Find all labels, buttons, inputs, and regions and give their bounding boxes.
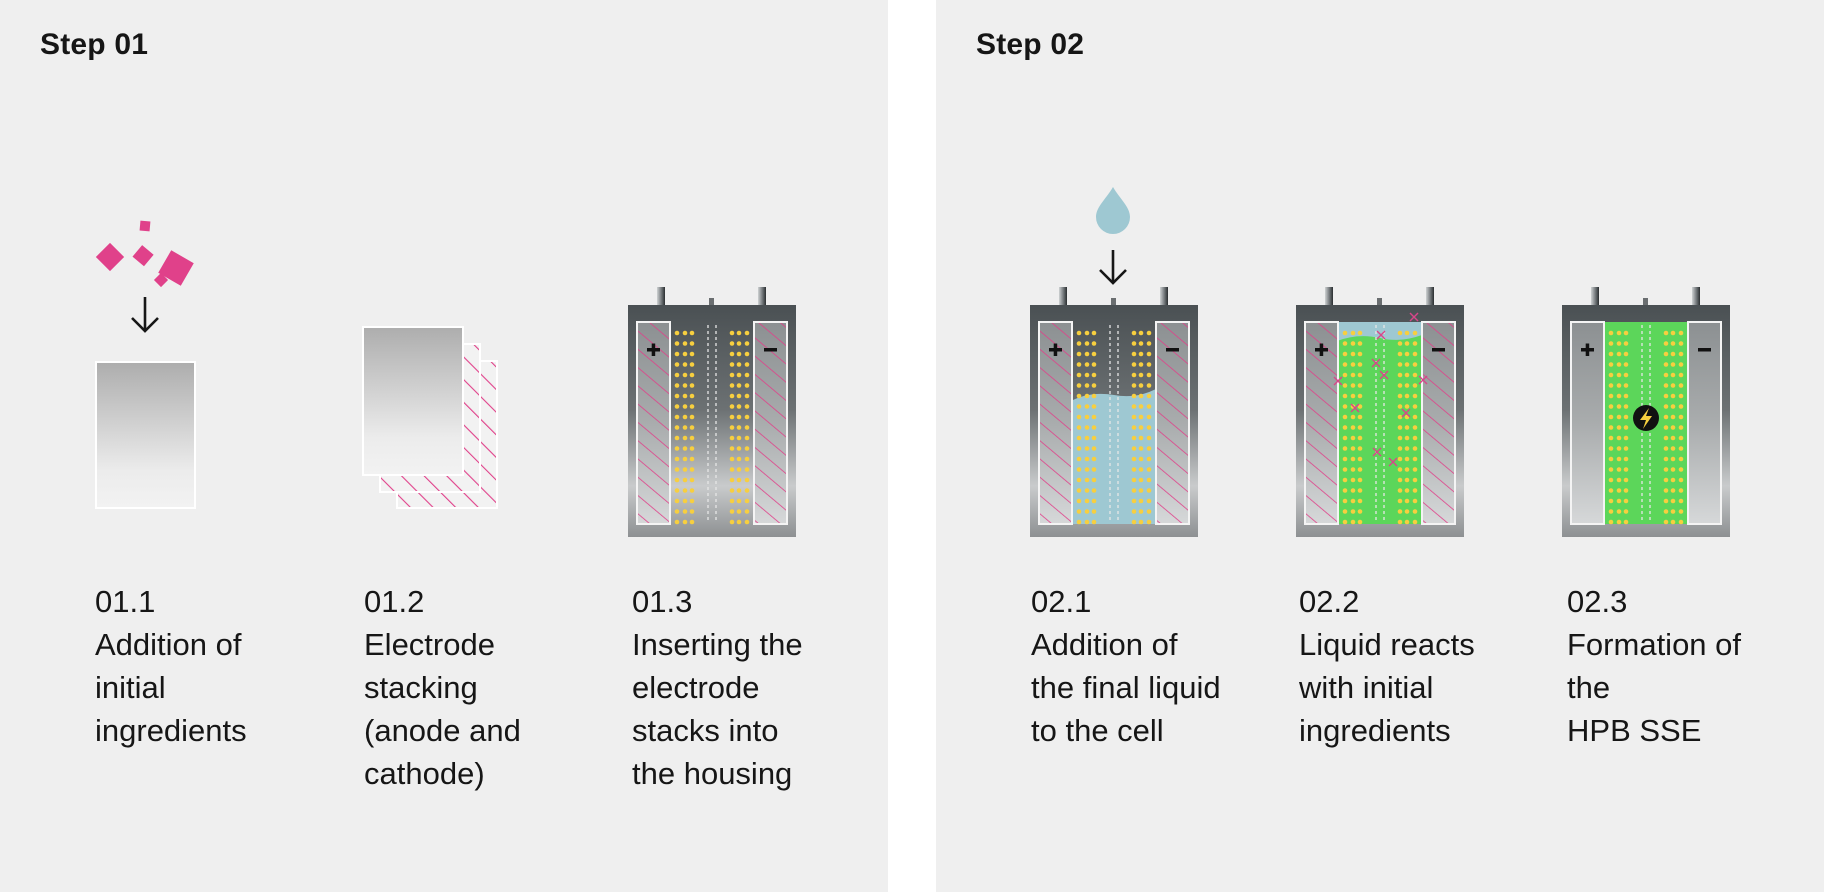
step-item-number: 02.1 bbox=[1031, 584, 1092, 619]
battery-cell-icon bbox=[628, 287, 796, 539]
minus-icon bbox=[1432, 348, 1445, 352]
step-item-description: Addition of bbox=[95, 627, 242, 662]
step-item-description: stacking bbox=[364, 670, 478, 705]
reaction-mark-icon bbox=[1333, 376, 1343, 386]
positive-terminal bbox=[1059, 287, 1067, 306]
step-item-description: ingredients bbox=[1299, 713, 1451, 748]
step-item-number: 01.2 bbox=[364, 584, 425, 619]
reaction-mark-icon bbox=[1376, 330, 1386, 340]
positive-terminal bbox=[657, 287, 665, 306]
ingredient-particles-icon bbox=[95, 220, 194, 288]
reaction-mark-icon bbox=[1371, 358, 1381, 368]
plus-icon bbox=[1049, 343, 1062, 356]
step-title: Step 02 bbox=[976, 28, 1085, 61]
step-item-description: Addition of bbox=[1031, 627, 1178, 662]
step-item-description: HPB SSE bbox=[1567, 713, 1702, 748]
ingredients-sheet-icon bbox=[88, 215, 218, 515]
minus-icon bbox=[764, 348, 777, 352]
step-item-number: 01.3 bbox=[632, 584, 693, 619]
negative-terminal bbox=[758, 287, 766, 306]
battery-sse-icon bbox=[1562, 287, 1730, 539]
arrow-down-icon bbox=[1099, 250, 1127, 285]
reaction-mark-icon bbox=[1388, 457, 1398, 467]
step-item-description: Inserting the bbox=[632, 627, 803, 662]
reaction-mark-icon bbox=[1401, 408, 1411, 418]
step-title: Step 01 bbox=[40, 28, 149, 61]
step-item-description: the bbox=[1567, 670, 1611, 705]
step-item-description: with initial bbox=[1299, 670, 1434, 705]
minus-icon bbox=[1166, 348, 1179, 352]
step-item-description: ingredients bbox=[95, 713, 247, 748]
step-item-description: the housing bbox=[632, 756, 793, 791]
step-item-number: 01.1 bbox=[95, 584, 156, 619]
positive-terminal bbox=[1325, 287, 1333, 306]
reaction-mark-icon bbox=[1350, 403, 1360, 413]
step-item-description: Liquid reacts bbox=[1299, 627, 1475, 662]
electrode-stack-icon bbox=[360, 322, 510, 512]
reaction-mark-icon bbox=[1409, 312, 1419, 322]
step-item-description: the final liquid bbox=[1031, 670, 1221, 705]
step-item-description: cathode) bbox=[364, 756, 485, 791]
step-item-description: (anode and bbox=[364, 713, 521, 748]
step-item-description: Electrode bbox=[364, 627, 495, 662]
liquid-drop-icon bbox=[1090, 185, 1140, 285]
step-item-number: 02.3 bbox=[1567, 584, 1628, 619]
negative-terminal bbox=[1426, 287, 1434, 306]
negative-terminal bbox=[1692, 287, 1700, 306]
liquid-fill bbox=[1071, 389, 1156, 524]
negative-electrode bbox=[1687, 321, 1722, 525]
battery-liquid-fill-icon bbox=[1030, 287, 1198, 539]
step-item-description: Formation of bbox=[1567, 627, 1742, 662]
plus-icon bbox=[1581, 343, 1594, 356]
reaction-mark-icon bbox=[1372, 447, 1382, 457]
step-item-description: electrode bbox=[632, 670, 760, 705]
negative-terminal bbox=[1160, 287, 1168, 306]
battery-reaction-icon bbox=[1296, 287, 1464, 539]
arrow-down-icon bbox=[131, 297, 159, 333]
reaction-mark-icon bbox=[1418, 375, 1428, 385]
positive-terminal bbox=[1591, 287, 1599, 306]
step-item-description: stacks into bbox=[632, 713, 779, 748]
lightning-bolt-icon bbox=[1633, 405, 1659, 431]
step-item-description: initial bbox=[95, 670, 166, 705]
reaction-mark-icon bbox=[1379, 370, 1389, 380]
step-item-description: to the cell bbox=[1031, 713, 1164, 748]
step-item-number: 02.2 bbox=[1299, 584, 1360, 619]
minus-icon bbox=[1698, 348, 1711, 352]
plus-icon bbox=[647, 343, 660, 356]
plus-icon bbox=[1315, 343, 1328, 356]
reaction-fill bbox=[1337, 322, 1422, 524]
